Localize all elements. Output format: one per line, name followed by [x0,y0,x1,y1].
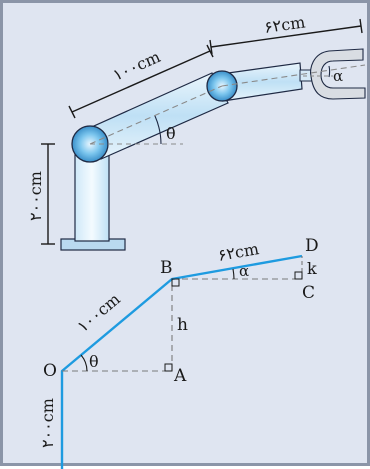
geometry-model: O A B C D ۱۰۰cm ۶۲cm ۲۰۰cm h k θ α [38,236,319,469]
robot-arm-diagram: θ α ۱۰۰cm ۶۲cm ۲۰۰cm [26,12,366,469]
right-angle-b [171,278,180,287]
label-base-height: ۲۰۰cm [26,171,45,221]
robot-arm-illustration: θ α ۱۰۰cm ۶۲cm ۲۰۰cm [26,12,366,251]
label-point-a: A [173,366,187,386]
alpha-arc [328,65,331,78]
label-point-b: B [160,258,173,278]
theta-arc-bottom [80,354,88,372]
forearm-axis [221,64,366,87]
label-point-c: C [302,283,315,303]
theta-arc [154,115,162,145]
label-point-o: O [43,361,57,381]
label-ob-length: ۱۰۰cm [73,289,123,336]
label-offset-k: k [307,259,317,278]
label-point-d: D [305,236,319,256]
right-angle-c [294,271,303,280]
right-angle-a [164,363,173,372]
label-alpha-top: α [333,67,343,85]
dim-base-height: ۲۰۰cm [26,143,55,245]
label-theta-top: θ [166,124,176,143]
label-vertical-length: ۲۰۰cm [38,398,57,448]
label-forearm-length: ۶۲cm [263,12,307,37]
upper-arm-axis [89,85,223,145]
dim-forearm: ۶۲cm [209,12,363,55]
label-alpha-bottom: α [239,262,249,280]
arm-path-line [60,254,303,469]
label-height-h: h [177,315,188,335]
label-theta-bottom: θ [89,352,99,371]
label-upper-arm-length: ۱۰۰cm [110,47,163,85]
arm-vertical-post [74,154,110,242]
alpha-arc-bottom [232,268,235,280]
gripper-claw [309,48,366,100]
